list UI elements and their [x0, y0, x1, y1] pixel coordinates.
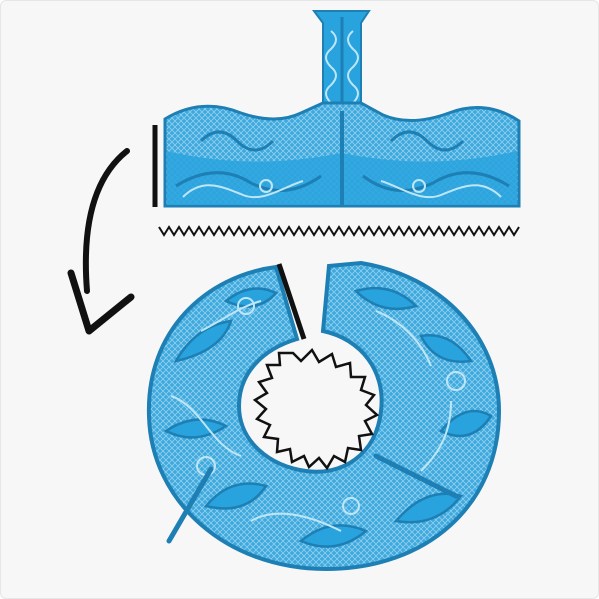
curved-arrow-icon	[71, 151, 131, 331]
lace-collar-icon	[149, 263, 499, 569]
lace-flat-piece-icon	[165, 11, 519, 206]
inner-zigzag-ring	[255, 350, 377, 468]
zigzag-line-icon	[159, 227, 519, 235]
